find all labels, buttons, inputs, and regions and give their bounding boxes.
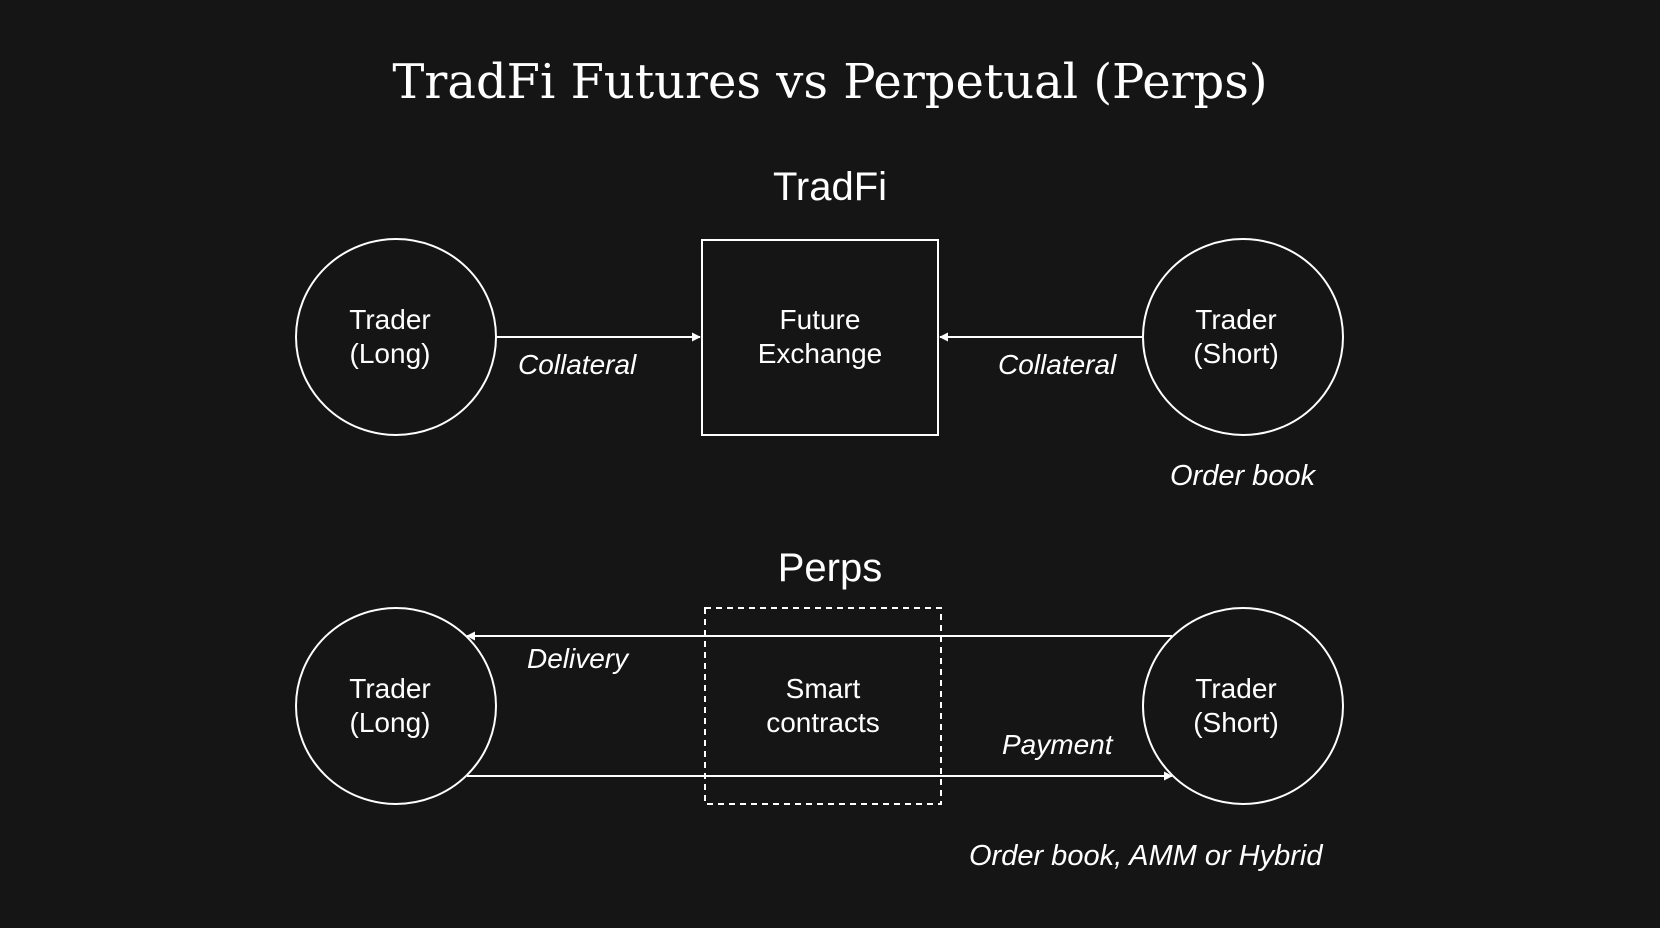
perps-payment-label: Payment xyxy=(1002,729,1113,760)
perps-long-trader-line2: (Long) xyxy=(349,707,431,738)
tradfi-short-trader-line1: Trader xyxy=(1195,304,1277,335)
perps-delivery-label: Delivery xyxy=(527,643,629,674)
tradfi-exchange-line1: Future xyxy=(779,304,861,335)
perps-long-trader-line1: Trader xyxy=(349,673,431,704)
tradfi-short-trader-line2: (Short) xyxy=(1193,338,1279,369)
perps-short-trader-label: Trader (Short) xyxy=(1141,656,1331,756)
tradfi-long-trader-line1: Trader xyxy=(349,304,431,335)
perps-short-trader-node xyxy=(1142,607,1344,805)
perps-short-trader-line2: (Short) xyxy=(1193,707,1279,738)
perps-contracts-node xyxy=(704,607,942,805)
page-title: TradFi Futures vs Perpetual (Perps) xyxy=(392,54,1268,110)
perps-short-trader-line1: Trader xyxy=(1195,673,1277,704)
tradfi-exchange-label: Future Exchange xyxy=(702,287,938,387)
tradfi-short-trader-label: Trader (Short) xyxy=(1141,287,1331,387)
perps-long-trader-node xyxy=(295,607,497,805)
tradfi-left-collateral-label: Collateral xyxy=(518,349,637,380)
perps-contracts-label: Smart contracts xyxy=(705,656,941,756)
tradfi-exchange-node xyxy=(701,239,939,436)
tradfi-long-trader-label: Trader (Long) xyxy=(296,287,484,387)
perps-long-trader-label: Trader (Long) xyxy=(296,656,484,756)
perps-mechanism-note: Order book, AMM or Hybrid xyxy=(969,840,1323,872)
perps-section-title: Perps xyxy=(777,546,883,590)
tradfi-exchange-line2: Exchange xyxy=(757,338,883,369)
tradfi-long-trader-line2: (Long) xyxy=(349,338,431,369)
tradfi-section-title: TradFi xyxy=(772,165,888,209)
tradfi-right-collateral-label: Collateral xyxy=(998,349,1117,380)
perps-contracts-line2: contracts xyxy=(766,707,880,738)
perps-contracts-line1: Smart xyxy=(785,673,861,704)
tradfi-mechanism-note: Order book xyxy=(1170,460,1316,492)
